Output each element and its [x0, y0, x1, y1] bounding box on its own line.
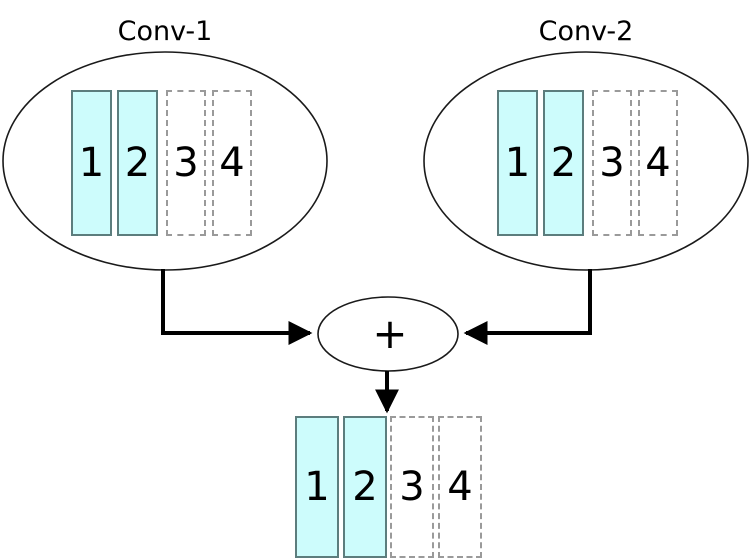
- conv-1-channel-3-label: 3: [173, 140, 199, 186]
- conv-1-channel-1-label: 1: [78, 140, 105, 186]
- connector-conv2-to-sum: [463, 269, 592, 345]
- conv-2-label: Conv-2: [538, 16, 634, 47]
- conv-1-channel-4[interactable]: 4: [212, 90, 252, 236]
- output-channel-4[interactable]: 4: [438, 416, 482, 558]
- conv-1-channel-4-label: 4: [219, 140, 245, 186]
- conv-2-channel-1-label: 1: [504, 140, 531, 186]
- output-channel-1[interactable]: 1: [295, 416, 339, 558]
- conv-1-ellipse: [2, 51, 328, 271]
- conv-1-label: Conv-1: [117, 16, 213, 47]
- conv-2-channel-2-label: 2: [550, 140, 577, 186]
- conv-2-channel-3-label: 3: [599, 140, 625, 186]
- conv-2-channel-2[interactable]: 2: [543, 90, 584, 236]
- conv-2-ellipse: [423, 51, 749, 271]
- conv-2-channel-4[interactable]: 4: [638, 90, 678, 236]
- output-channel-3-label: 3: [399, 464, 425, 510]
- conv-1-channel-3[interactable]: 3: [166, 90, 206, 236]
- conv-2-channel-1[interactable]: 1: [497, 90, 538, 236]
- conv-2-channel-3[interactable]: 3: [592, 90, 632, 236]
- output-channel-1-label: 1: [304, 464, 330, 510]
- conv-1-channel-1[interactable]: 1: [71, 90, 112, 236]
- output-channel-4-label: 4: [447, 464, 473, 510]
- conv-1-channel-2-label: 2: [124, 140, 151, 186]
- output-channel-2-label: 2: [352, 464, 378, 510]
- output-channel-3[interactable]: 3: [390, 416, 434, 558]
- sum-operator-symbol: +: [372, 309, 408, 358]
- conv-2-channel-4-label: 4: [645, 140, 671, 186]
- output-channel-2[interactable]: 2: [343, 416, 387, 558]
- conv-1-channel-2[interactable]: 2: [117, 90, 158, 236]
- connector-conv1-to-sum: [161, 269, 313, 345]
